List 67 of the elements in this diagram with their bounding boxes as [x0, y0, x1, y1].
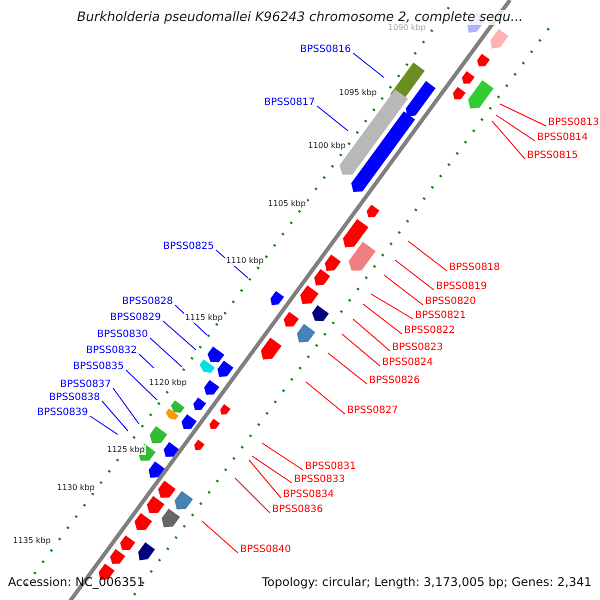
leader-line — [352, 52, 384, 78]
gene-label: BPSS0817 — [264, 97, 316, 109]
gene-label: BPSS0827 — [347, 405, 398, 417]
gene-label: BPSS0830 — [97, 329, 148, 341]
footer-text: Topology: circular; Length: 3,173,005 bp; Genes: 2,341 — [262, 575, 592, 589]
gene-label: BPSS0839 — [37, 407, 88, 419]
leader-line — [126, 370, 158, 400]
gene-label: BPSS0834 — [283, 489, 334, 501]
gene-label: BPSS0835 — [73, 361, 124, 373]
leader-line — [492, 120, 526, 160]
gene-label: BPSS0814 — [537, 132, 588, 144]
scale-tick-label: 1100 kbp — [307, 141, 347, 151]
leader-line — [370, 294, 414, 320]
footer-text: Accession: NC_006351 — [8, 575, 144, 589]
leader-line — [328, 352, 368, 384]
scale-tick-label: 1130 kbp — [56, 483, 96, 493]
leader-line — [352, 318, 390, 352]
gene-label: BPSS0819 — [436, 281, 488, 293]
leader-line — [316, 106, 349, 132]
gene-label: BPSS0831 — [305, 461, 356, 473]
leader-line — [384, 274, 424, 306]
leader-line — [102, 400, 128, 432]
gene-label: BPSS0816 — [300, 44, 352, 56]
gene-label: BPSS0820 — [425, 296, 476, 308]
gene-label: BPSS0825 — [163, 241, 214, 253]
scale-tick-label: 1115 kbp — [184, 313, 224, 323]
gene-label: BPSS0832 — [86, 345, 138, 357]
scale-tick-label: 1120 kbp — [148, 378, 188, 388]
leader-line — [342, 334, 380, 366]
leader-line — [162, 320, 196, 350]
leader-line — [496, 114, 536, 142]
gene-label: BPSS0828 — [122, 296, 174, 308]
leader-line — [408, 240, 448, 272]
leader-line — [248, 460, 282, 498]
gene-label: BPSS0836 — [272, 504, 324, 516]
leader-line — [394, 260, 434, 290]
leader-line — [252, 456, 292, 484]
scale-tick-label: 1095 kbp — [338, 88, 378, 98]
scale-tick-label: 1135 kbp — [12, 536, 52, 546]
leader-line — [234, 478, 270, 514]
scale-tick-label: 1110 kbp — [225, 256, 265, 266]
scale-tick-label: 1125 kbp — [106, 445, 146, 455]
gene-label: BPSS0822 — [404, 325, 456, 337]
leader-line — [138, 354, 154, 368]
gene-label: BPSS0833 — [294, 474, 346, 486]
gene-label: BPSS0815 — [527, 150, 578, 162]
leader-line — [262, 442, 304, 470]
scale-tick-label: 1105 kbp — [267, 199, 307, 209]
leader-line — [500, 104, 546, 126]
gene-label: BPSS0838 — [49, 392, 100, 404]
gene-label: BPSS0818 — [449, 262, 500, 274]
gene-label: BPSS0840 — [240, 544, 292, 556]
leader-line — [362, 304, 402, 334]
leader-line — [90, 416, 118, 435]
gene-label: BPSS0824 — [382, 357, 434, 369]
leader-line — [150, 338, 182, 368]
diagram-title: Burkholderia pseudomallei K96243 chromosome 2, complete sequ... — [76, 10, 524, 25]
leader-line — [306, 382, 346, 414]
gene-label: BPSS0837 — [60, 379, 112, 391]
gene-label: BPSS0826 — [369, 375, 420, 387]
scale-tick-label: 1090 kbp — [387, 23, 427, 33]
gene-label: BPSS0813 — [548, 117, 600, 129]
gene-label: BPSS0821 — [415, 310, 466, 322]
leader-line — [202, 520, 238, 554]
leader-line — [112, 388, 140, 424]
gene-label: BPSS0823 — [392, 342, 444, 354]
gene-label: BPSS0829 — [110, 312, 162, 324]
